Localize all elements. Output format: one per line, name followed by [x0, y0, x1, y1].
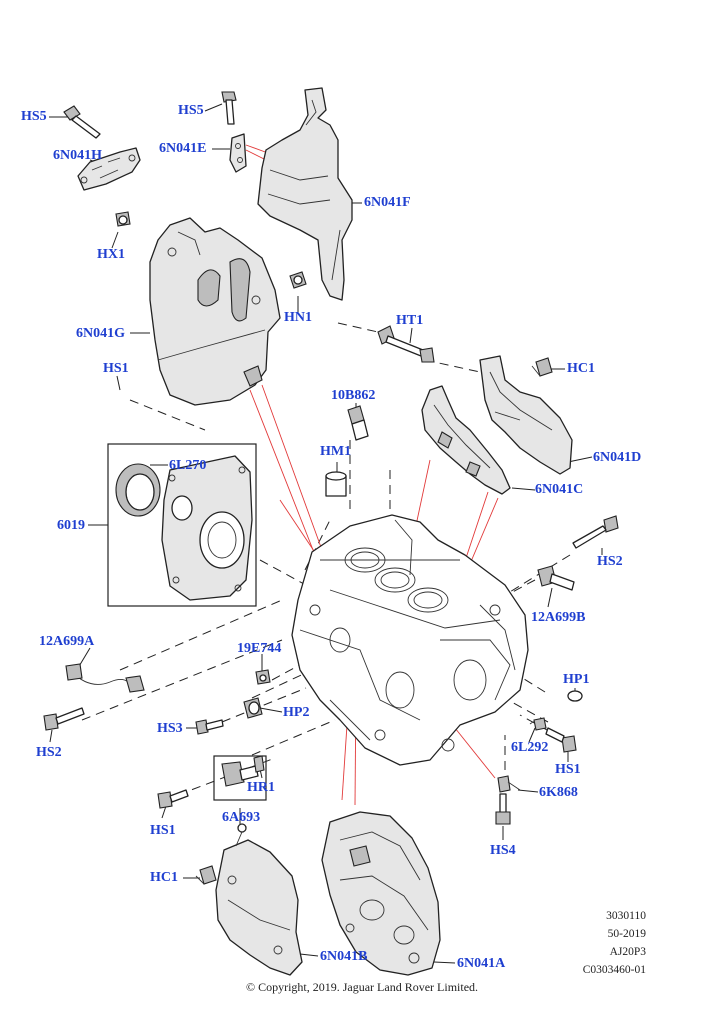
label-hs1-bottom: HS1	[150, 823, 176, 838]
sensor-10b862	[347, 405, 369, 441]
info-code-2: 50-2019	[607, 928, 646, 940]
label-hr1: HR1	[247, 780, 275, 795]
bolt-hs1-right	[545, 727, 577, 753]
label-ht1: HT1	[396, 313, 424, 328]
stud-ht1	[377, 325, 435, 363]
bolt-hs2-left	[43, 707, 85, 731]
clip-hc1-top	[531, 357, 553, 377]
label-hs1-right: HS1	[555, 762, 581, 777]
plug-hp1	[567, 690, 583, 702]
label-6l270: 6L270	[169, 458, 207, 473]
bolt-hs1-bottom	[157, 789, 189, 809]
part-group-6a693	[213, 755, 267, 801]
label-hs3: HS3	[157, 721, 183, 736]
label-hc1-top: HC1	[567, 361, 595, 376]
bolt-hs5-left	[63, 105, 101, 139]
label-hp2: HP2	[283, 705, 310, 720]
label-hm1: HM1	[320, 444, 352, 459]
heat-shield-6n041g	[149, 217, 281, 406]
label-6n041b: 6N041B	[320, 949, 368, 964]
label-6k868: 6K868	[539, 785, 578, 800]
nut-hx1	[115, 211, 131, 227]
plug-hp2	[243, 697, 263, 719]
info-code-1: 3030110	[606, 910, 646, 922]
front-cover-group-6019	[107, 443, 257, 607]
label-10b862: 10B862	[331, 388, 376, 403]
clip-6l292	[529, 717, 547, 731]
copyright-notice: © Copyright, 2019. Jaguar Land Rover Lim…	[245, 980, 479, 994]
dowel-hm1	[325, 471, 347, 497]
label-6n041h: 6N041H	[53, 148, 102, 163]
label-hs5-left: HS5	[21, 109, 47, 124]
bolt-hs2-right	[572, 515, 619, 549]
label-6n041c: 6N041C	[535, 482, 584, 497]
bolt-hs4	[495, 793, 511, 825]
engine-block	[291, 514, 529, 766]
label-12a699a: 12A699A	[39, 634, 95, 649]
label-6l292: 6L292	[511, 740, 549, 755]
label-hc1-bottom: HC1	[150, 870, 178, 885]
label-hs1-left: HS1	[103, 361, 129, 376]
bracket-6n041e	[229, 133, 247, 173]
label-hs2-right: HS2	[597, 554, 623, 569]
label-19e744: 19E744	[237, 641, 282, 656]
heat-shield-6n041c	[421, 385, 511, 495]
bracket-6n041h	[77, 147, 141, 191]
part-6n041a	[321, 811, 441, 976]
label-hx1: HX1	[97, 247, 125, 262]
label-6n041f: 6N041F	[364, 195, 411, 210]
sensor-6k868	[497, 775, 521, 793]
label-12a699b: 12A699B	[531, 610, 586, 625]
label-6n041d: 6N041D	[593, 450, 642, 465]
bolt-hs5-top	[221, 91, 237, 125]
sensor-12a699b	[537, 565, 575, 591]
label-6019: 6019	[57, 518, 85, 533]
label-hn1: HN1	[284, 310, 312, 325]
label-6n041g: 6N041G	[76, 326, 125, 341]
info-code-4: C0303460-01	[582, 964, 646, 976]
label-6n041e: 6N041E	[159, 141, 207, 156]
heat-shield-6n041b	[215, 823, 303, 976]
label-6a693: 6A693	[222, 810, 261, 825]
nut-hn1	[289, 271, 307, 289]
label-hp1: HP1	[563, 672, 590, 687]
sensor-12a699a	[65, 663, 145, 693]
leader-lines	[49, 103, 603, 964]
info-code-3: AJ20P3	[609, 946, 646, 958]
label-hs5-top: HS5	[178, 103, 204, 118]
heat-shield-6n041d	[479, 355, 573, 475]
clip-hc1-bottom	[195, 865, 217, 885]
label-hs2-left: HS2	[36, 745, 62, 760]
label-6n041a: 6N041A	[457, 956, 506, 971]
label-hs4: HS4	[490, 843, 516, 858]
heat-shield-6n041f	[257, 87, 353, 301]
bolt-hs3	[195, 719, 224, 735]
plug-19e744	[255, 669, 271, 685]
